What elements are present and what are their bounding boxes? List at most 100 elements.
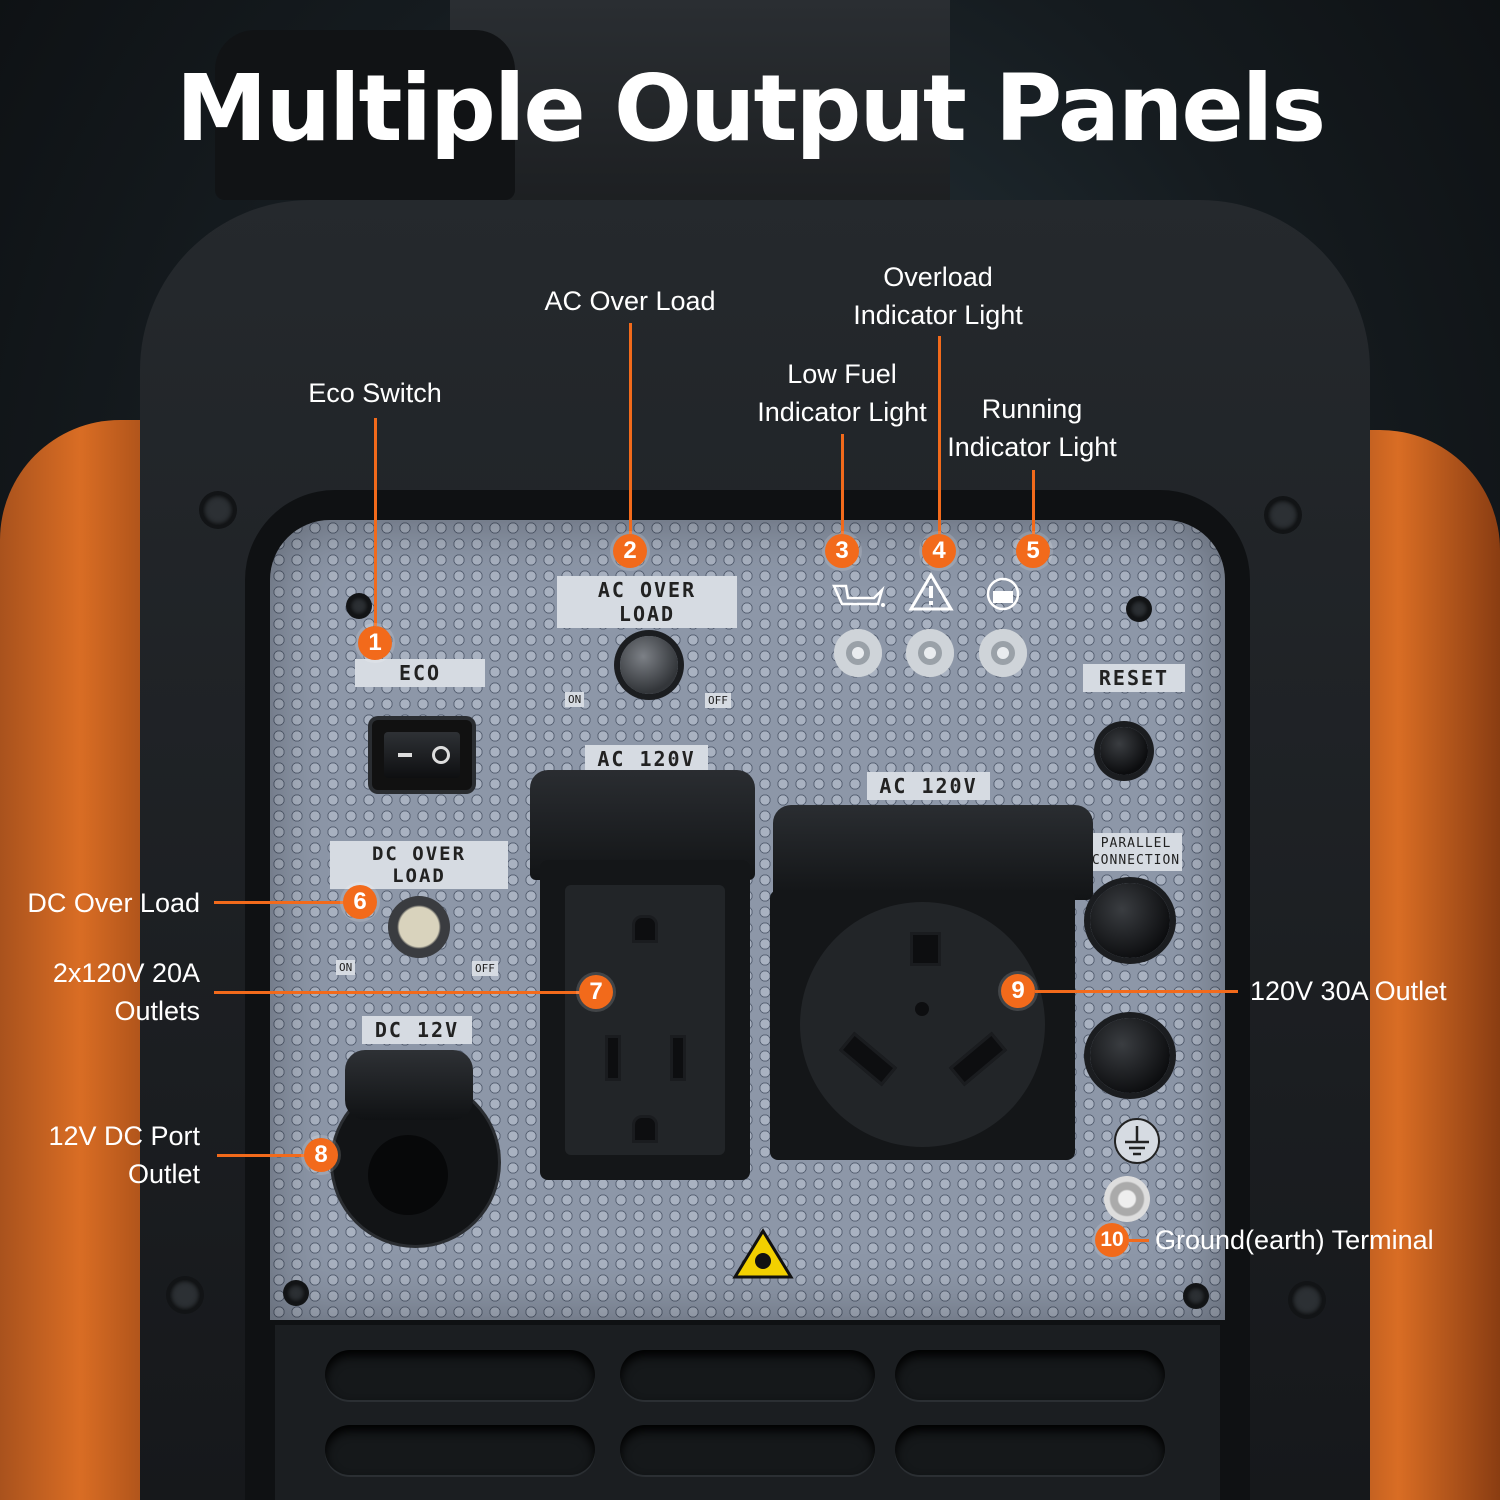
callout-10-badge: 10	[1095, 1223, 1129, 1257]
ground-pin-slot	[910, 932, 941, 966]
callout-10-line1: Ground(earth) Terminal	[1155, 1225, 1434, 1255]
eco-switch[interactable]	[372, 720, 472, 790]
parallel-line1: PARALLEL	[1100, 836, 1172, 851]
dc-off-tag: OFF	[472, 961, 498, 976]
vent-slot	[895, 1350, 1165, 1400]
ac-120v-left-label: AC 120V	[585, 745, 708, 773]
callout-1-badge: 1	[358, 626, 392, 660]
callout-1-line1: Eco Switch	[308, 378, 442, 408]
ground-pin-slot	[632, 1115, 658, 1143]
dc-over-load-breaker[interactable]	[388, 896, 450, 958]
callout-3-leader	[841, 434, 844, 534]
callout-7-label: 2x120V 20A Outlets	[0, 954, 200, 1030]
callout-3-badge: 3	[825, 534, 859, 568]
warning-triangle-icon	[908, 572, 954, 612]
dc-port-socket	[368, 1135, 448, 1215]
ground-terminal[interactable]	[1104, 1176, 1150, 1222]
vent-slot	[325, 1350, 595, 1400]
callout-10-leader	[1129, 1239, 1149, 1242]
dc-over-load-label: DC OVER LOAD	[330, 841, 508, 889]
duplex-outlet-20a[interactable]	[540, 860, 750, 1180]
fuel-running-icon	[983, 576, 1023, 612]
parallel-connection-label: PARALLEL CONNECTION	[1090, 833, 1182, 871]
callout-1-label: Eco Switch	[255, 374, 495, 412]
oil-can-icon	[830, 576, 886, 610]
dc-port-cap[interactable]	[345, 1050, 473, 1120]
vent-slot	[325, 1425, 595, 1475]
parallel-port-cap[interactable]	[1090, 883, 1170, 958]
callout-8-badge: 8	[304, 1138, 338, 1172]
vent-slot	[895, 1425, 1165, 1475]
callout-4-line1: Overload	[883, 262, 993, 292]
callout-6-leader	[214, 901, 344, 904]
eco-rocker	[384, 732, 460, 778]
screw-icon	[203, 495, 233, 525]
outlet-slot	[838, 1031, 898, 1087]
callout-8-leader	[217, 1154, 305, 1157]
ac-over-load-label: AC OVER LOAD	[557, 576, 737, 628]
callout-1-leader	[374, 418, 377, 626]
reset-button[interactable]	[1100, 727, 1148, 775]
fuel-cap	[215, 30, 515, 200]
dc-12v-label: DC 12V	[362, 1016, 472, 1044]
ac-on-tag: ON	[565, 692, 585, 707]
hazard-icon	[732, 1228, 794, 1280]
callout-5-badge: 5	[1016, 534, 1050, 568]
outlet-slot	[605, 1035, 621, 1081]
callout-8-line1: 12V DC Port	[48, 1121, 200, 1151]
callout-5-leader	[1032, 470, 1035, 534]
callout-9-line1: 120V 30A Outlet	[1250, 976, 1447, 1006]
rocker-off-mark	[398, 753, 412, 757]
screw-icon	[1292, 1285, 1322, 1315]
outlet-face	[565, 885, 725, 1155]
callout-5-line2: Indicator Light	[947, 432, 1117, 462]
parallel-port-cap[interactable]	[1090, 1018, 1170, 1093]
ac-120v-right-label: AC 120V	[867, 772, 990, 800]
callout-5-label: Running Indicator Light	[912, 390, 1152, 466]
callout-6-badge: 6	[343, 885, 377, 919]
center-hole	[915, 1002, 929, 1016]
screw-icon	[1130, 600, 1148, 618]
callout-4-leader	[938, 336, 941, 534]
overload-indicator-light	[906, 629, 954, 677]
callout-2-leader	[629, 323, 632, 534]
dc-on-tag: ON	[336, 960, 356, 975]
callout-4-label: Overload Indicator Light	[818, 258, 1058, 334]
callout-9-label: 120V 30A Outlet	[1250, 972, 1490, 1010]
callout-8-line2: Outlet	[127, 1159, 200, 1189]
outlet-cover-30a[interactable]	[773, 805, 1093, 900]
callout-4-badge: 4	[922, 534, 956, 568]
vent-slot	[620, 1425, 875, 1475]
callout-2-line1: AC Over Load	[544, 286, 716, 316]
callout-6-line1: DC Over Load	[27, 888, 200, 918]
callout-7-leader	[214, 991, 580, 994]
callout-4-line2: Indicator Light	[853, 300, 1023, 330]
callout-7-badge: 7	[579, 975, 613, 1009]
vent-grille	[275, 1325, 1220, 1500]
screw-icon	[170, 1280, 200, 1310]
ground-symbol-icon	[1112, 1116, 1162, 1166]
callout-2-badge: 2	[613, 534, 647, 568]
callout-3-line1: Low Fuel	[787, 359, 897, 389]
callout-3-label: Low Fuel Indicator Light	[722, 355, 962, 431]
outlet-slot	[948, 1031, 1008, 1087]
outlet-face-round	[800, 902, 1045, 1147]
screw-icon	[1187, 1287, 1205, 1305]
callout-8-label: 12V DC Port Outlet	[0, 1117, 200, 1193]
callout-3-line2: Indicator Light	[757, 397, 927, 427]
reset-label: RESET	[1083, 664, 1185, 692]
parallel-line2: CONNECTION	[1091, 853, 1181, 868]
callout-2-label: AC Over Load	[510, 282, 750, 320]
screw-icon	[287, 1284, 305, 1302]
callout-6-label: DC Over Load	[0, 884, 200, 922]
callout-10-label: Ground(earth) Terminal	[1155, 1221, 1475, 1259]
ac-over-load-breaker[interactable]	[620, 636, 678, 694]
screw-icon	[350, 597, 368, 615]
callout-5-line1: Running	[981, 394, 1083, 424]
callout-9-leader	[1035, 990, 1238, 993]
callout-7-line2: Outlets	[114, 996, 200, 1026]
eco-label: ECO	[355, 659, 485, 687]
ground-pin-slot	[632, 915, 658, 943]
page-title: Multiple Output Panels	[175, 55, 1326, 162]
twist-outlet-30a[interactable]	[770, 890, 1075, 1160]
